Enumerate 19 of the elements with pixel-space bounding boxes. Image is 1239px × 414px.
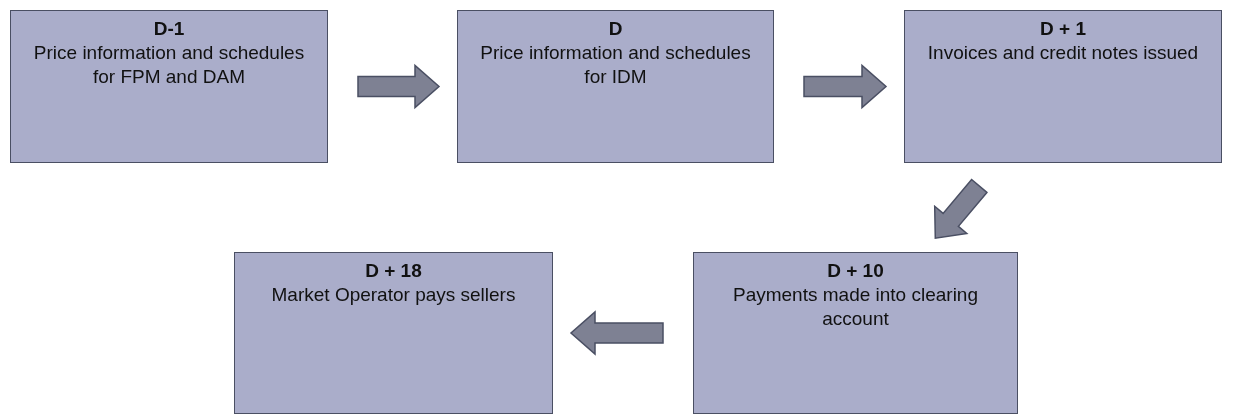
process-box xyxy=(234,252,553,414)
step-description: Market Operator pays sellers xyxy=(270,283,517,307)
step-description: Invoices and credit notes issued xyxy=(926,41,1200,65)
process-box xyxy=(904,10,1222,163)
step-description: Price information and schedules for IDM xyxy=(479,41,752,89)
day-label: D xyxy=(607,17,624,41)
day-label: D + 1 xyxy=(1039,17,1087,41)
block-arrow xyxy=(803,63,888,110)
step-description: Payments made into clearing account xyxy=(732,283,979,331)
day-label: D + 10 xyxy=(826,259,885,283)
block-arrow xyxy=(569,310,664,356)
day-label: D-1 xyxy=(152,17,186,41)
step-description: Price information and schedules for FPM and DAM xyxy=(32,41,306,89)
block-arrow xyxy=(933,178,988,240)
process-box xyxy=(10,10,328,163)
block-arrow xyxy=(357,63,441,110)
process-box xyxy=(693,252,1018,414)
day-label: D + 18 xyxy=(364,259,423,283)
process-box xyxy=(457,10,774,163)
